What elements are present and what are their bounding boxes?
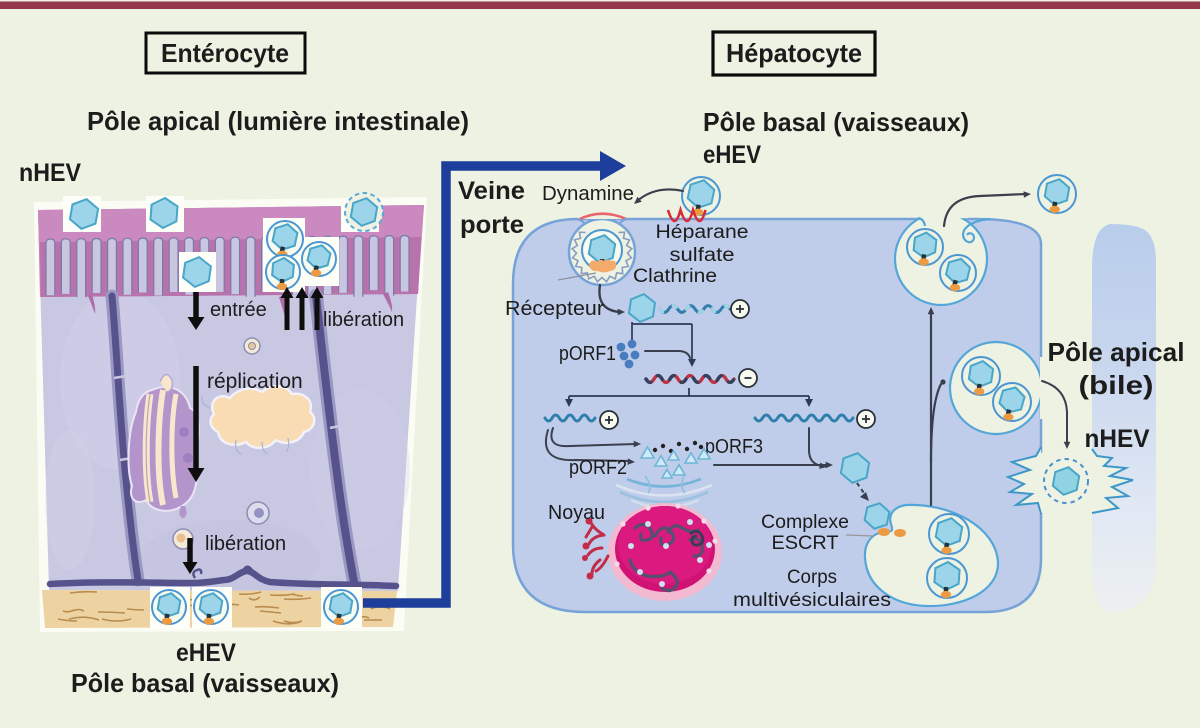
- svg-text:eHEV: eHEV: [176, 639, 236, 667]
- svg-text:Complexe: Complexe: [761, 512, 849, 533]
- svg-text:Dynamine: Dynamine: [542, 183, 634, 205]
- svg-text:Clathrine: Clathrine: [633, 266, 717, 287]
- svg-text:pORF2: pORF2: [569, 457, 627, 479]
- svg-text:Pôle basal (vaisseaux): Pôle basal (vaisseaux): [71, 668, 339, 698]
- svg-text:pORF1: pORF1: [559, 343, 616, 365]
- svg-text:Récepteur: Récepteur: [505, 298, 604, 320]
- svg-text:Veine: Veine: [458, 177, 525, 205]
- svg-text:Entérocyte: Entérocyte: [161, 38, 289, 68]
- svg-text:sulfate: sulfate: [670, 245, 735, 266]
- svg-text:nHEV: nHEV: [19, 159, 81, 187]
- svg-text:Pôle basal (vaisseaux): Pôle basal (vaisseaux): [703, 107, 969, 137]
- svg-text:Hépatocyte: Hépatocyte: [726, 38, 862, 68]
- svg-text:réplication: réplication: [207, 370, 303, 393]
- svg-text:eHEV: eHEV: [703, 141, 761, 169]
- svg-text:Pôle apical: Pôle apical: [1048, 337, 1185, 367]
- svg-text:(bile): (bile): [1079, 370, 1154, 400]
- svg-text:pORF3: pORF3: [705, 436, 763, 458]
- svg-text:ESCRT: ESCRT: [772, 533, 839, 554]
- svg-text:nHEV: nHEV: [1085, 425, 1150, 453]
- svg-text:entrée: entrée: [210, 299, 267, 321]
- svg-text:libération: libération: [205, 533, 286, 555]
- svg-text:multivésiculaires: multivésiculaires: [733, 590, 891, 611]
- svg-text:libération: libération: [323, 309, 404, 331]
- svg-text:Héparane: Héparane: [656, 222, 749, 243]
- svg-text:Corps: Corps: [787, 567, 837, 588]
- svg-text:Noyau: Noyau: [548, 502, 605, 524]
- svg-text:porte: porte: [460, 211, 524, 239]
- svg-text:Pôle apical (lumière intestina: Pôle apical (lumière intestinale): [87, 106, 469, 136]
